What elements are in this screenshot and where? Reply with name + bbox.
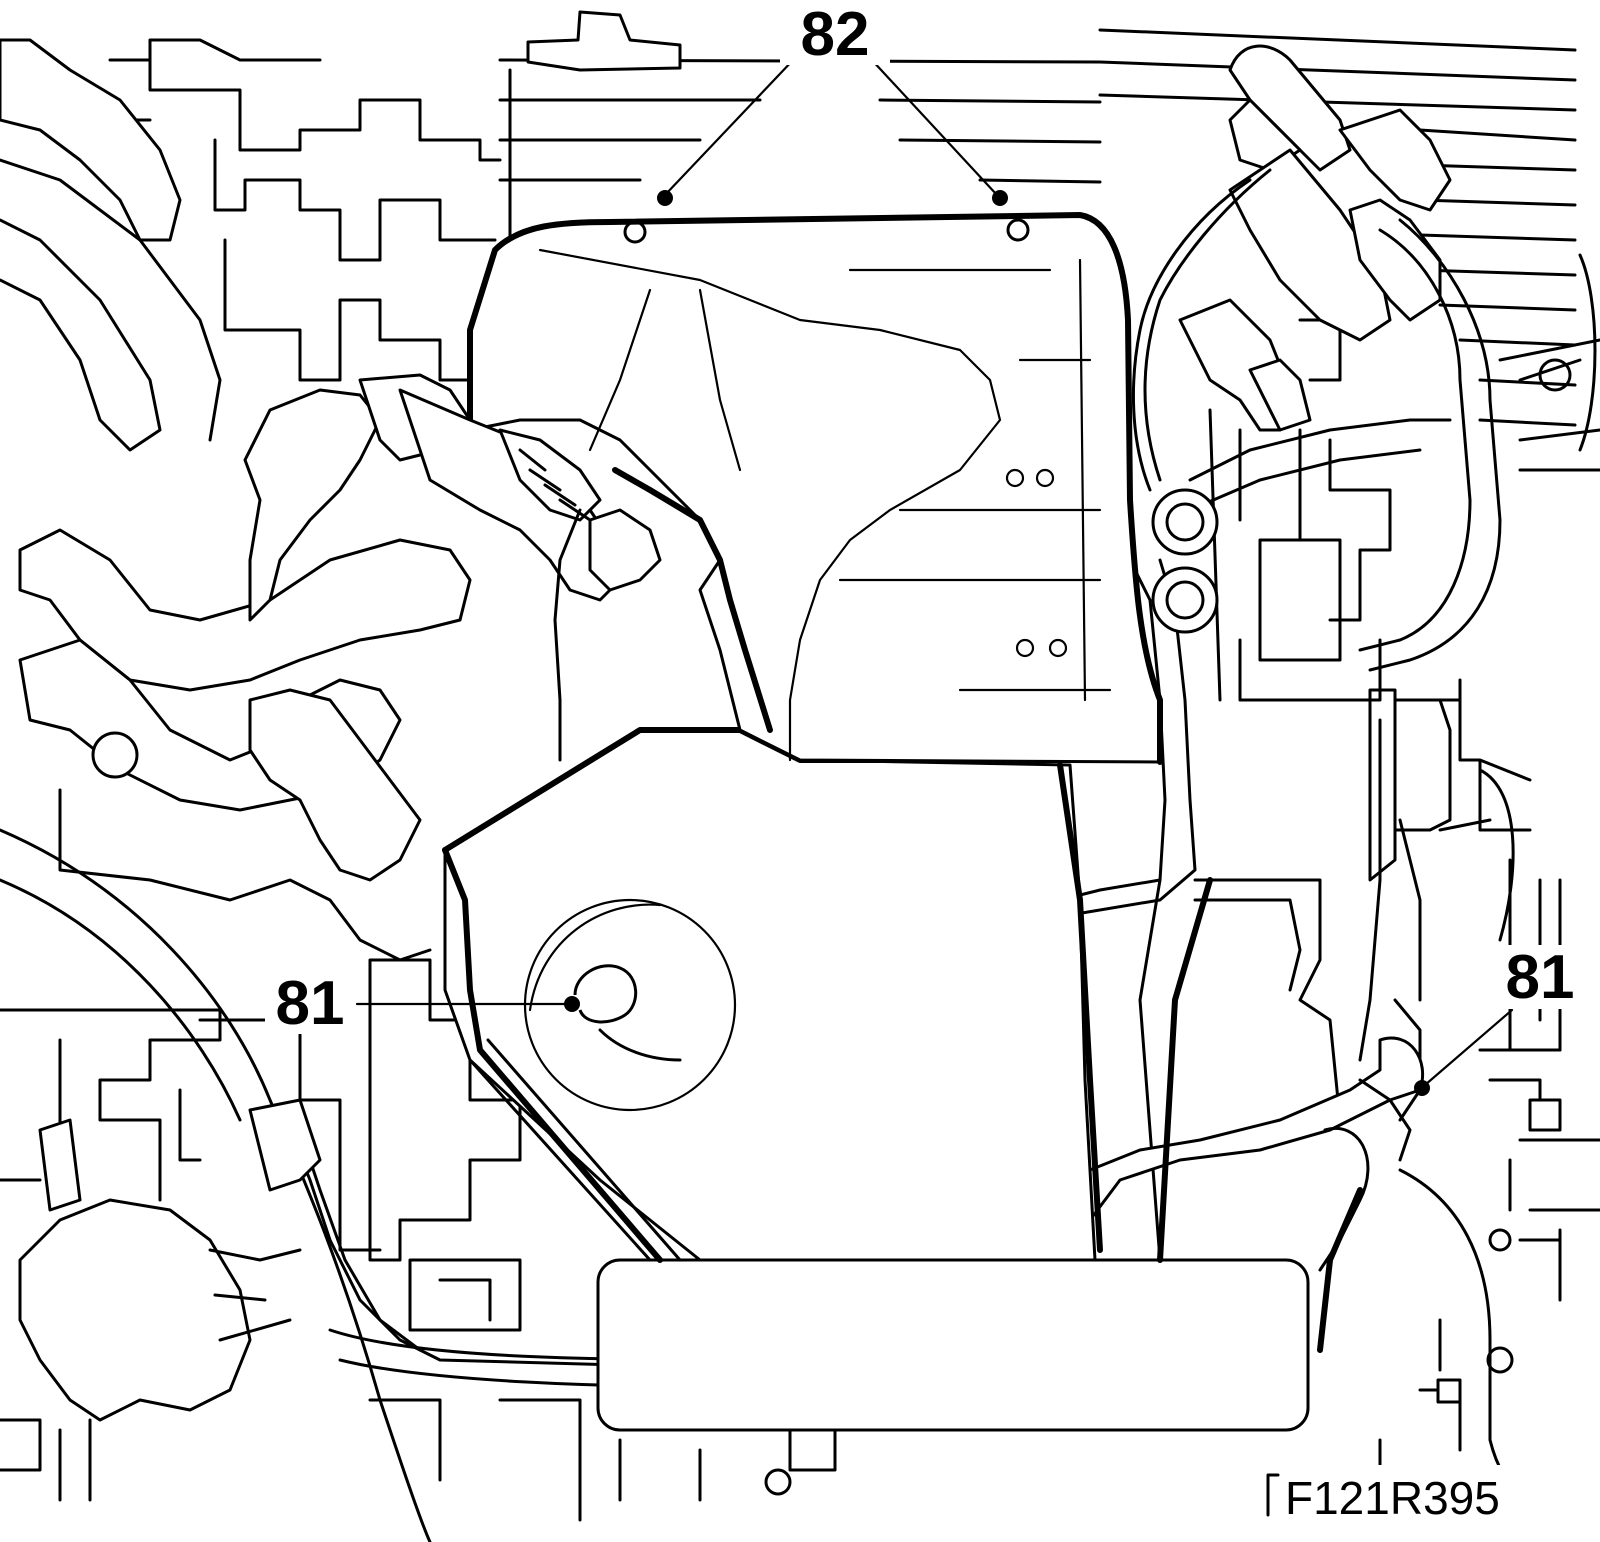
callout-81-right: 81	[1506, 943, 1575, 1012]
callout-labels: 82 81 81 F121R395	[265, 0, 1585, 1525]
callout-82: 82	[801, 0, 870, 69]
timing-belt-upper-cover	[467, 212, 1163, 765]
hose-connector	[398, 388, 662, 762]
timing-belt-lower-cover	[442, 727, 1363, 1353]
figure-reference: F121R395	[1285, 1472, 1500, 1524]
callout-leaders	[355, 56, 1514, 1096]
background-engine-structure	[0, 10, 1600, 1542]
callout-81-left: 81	[276, 969, 345, 1038]
